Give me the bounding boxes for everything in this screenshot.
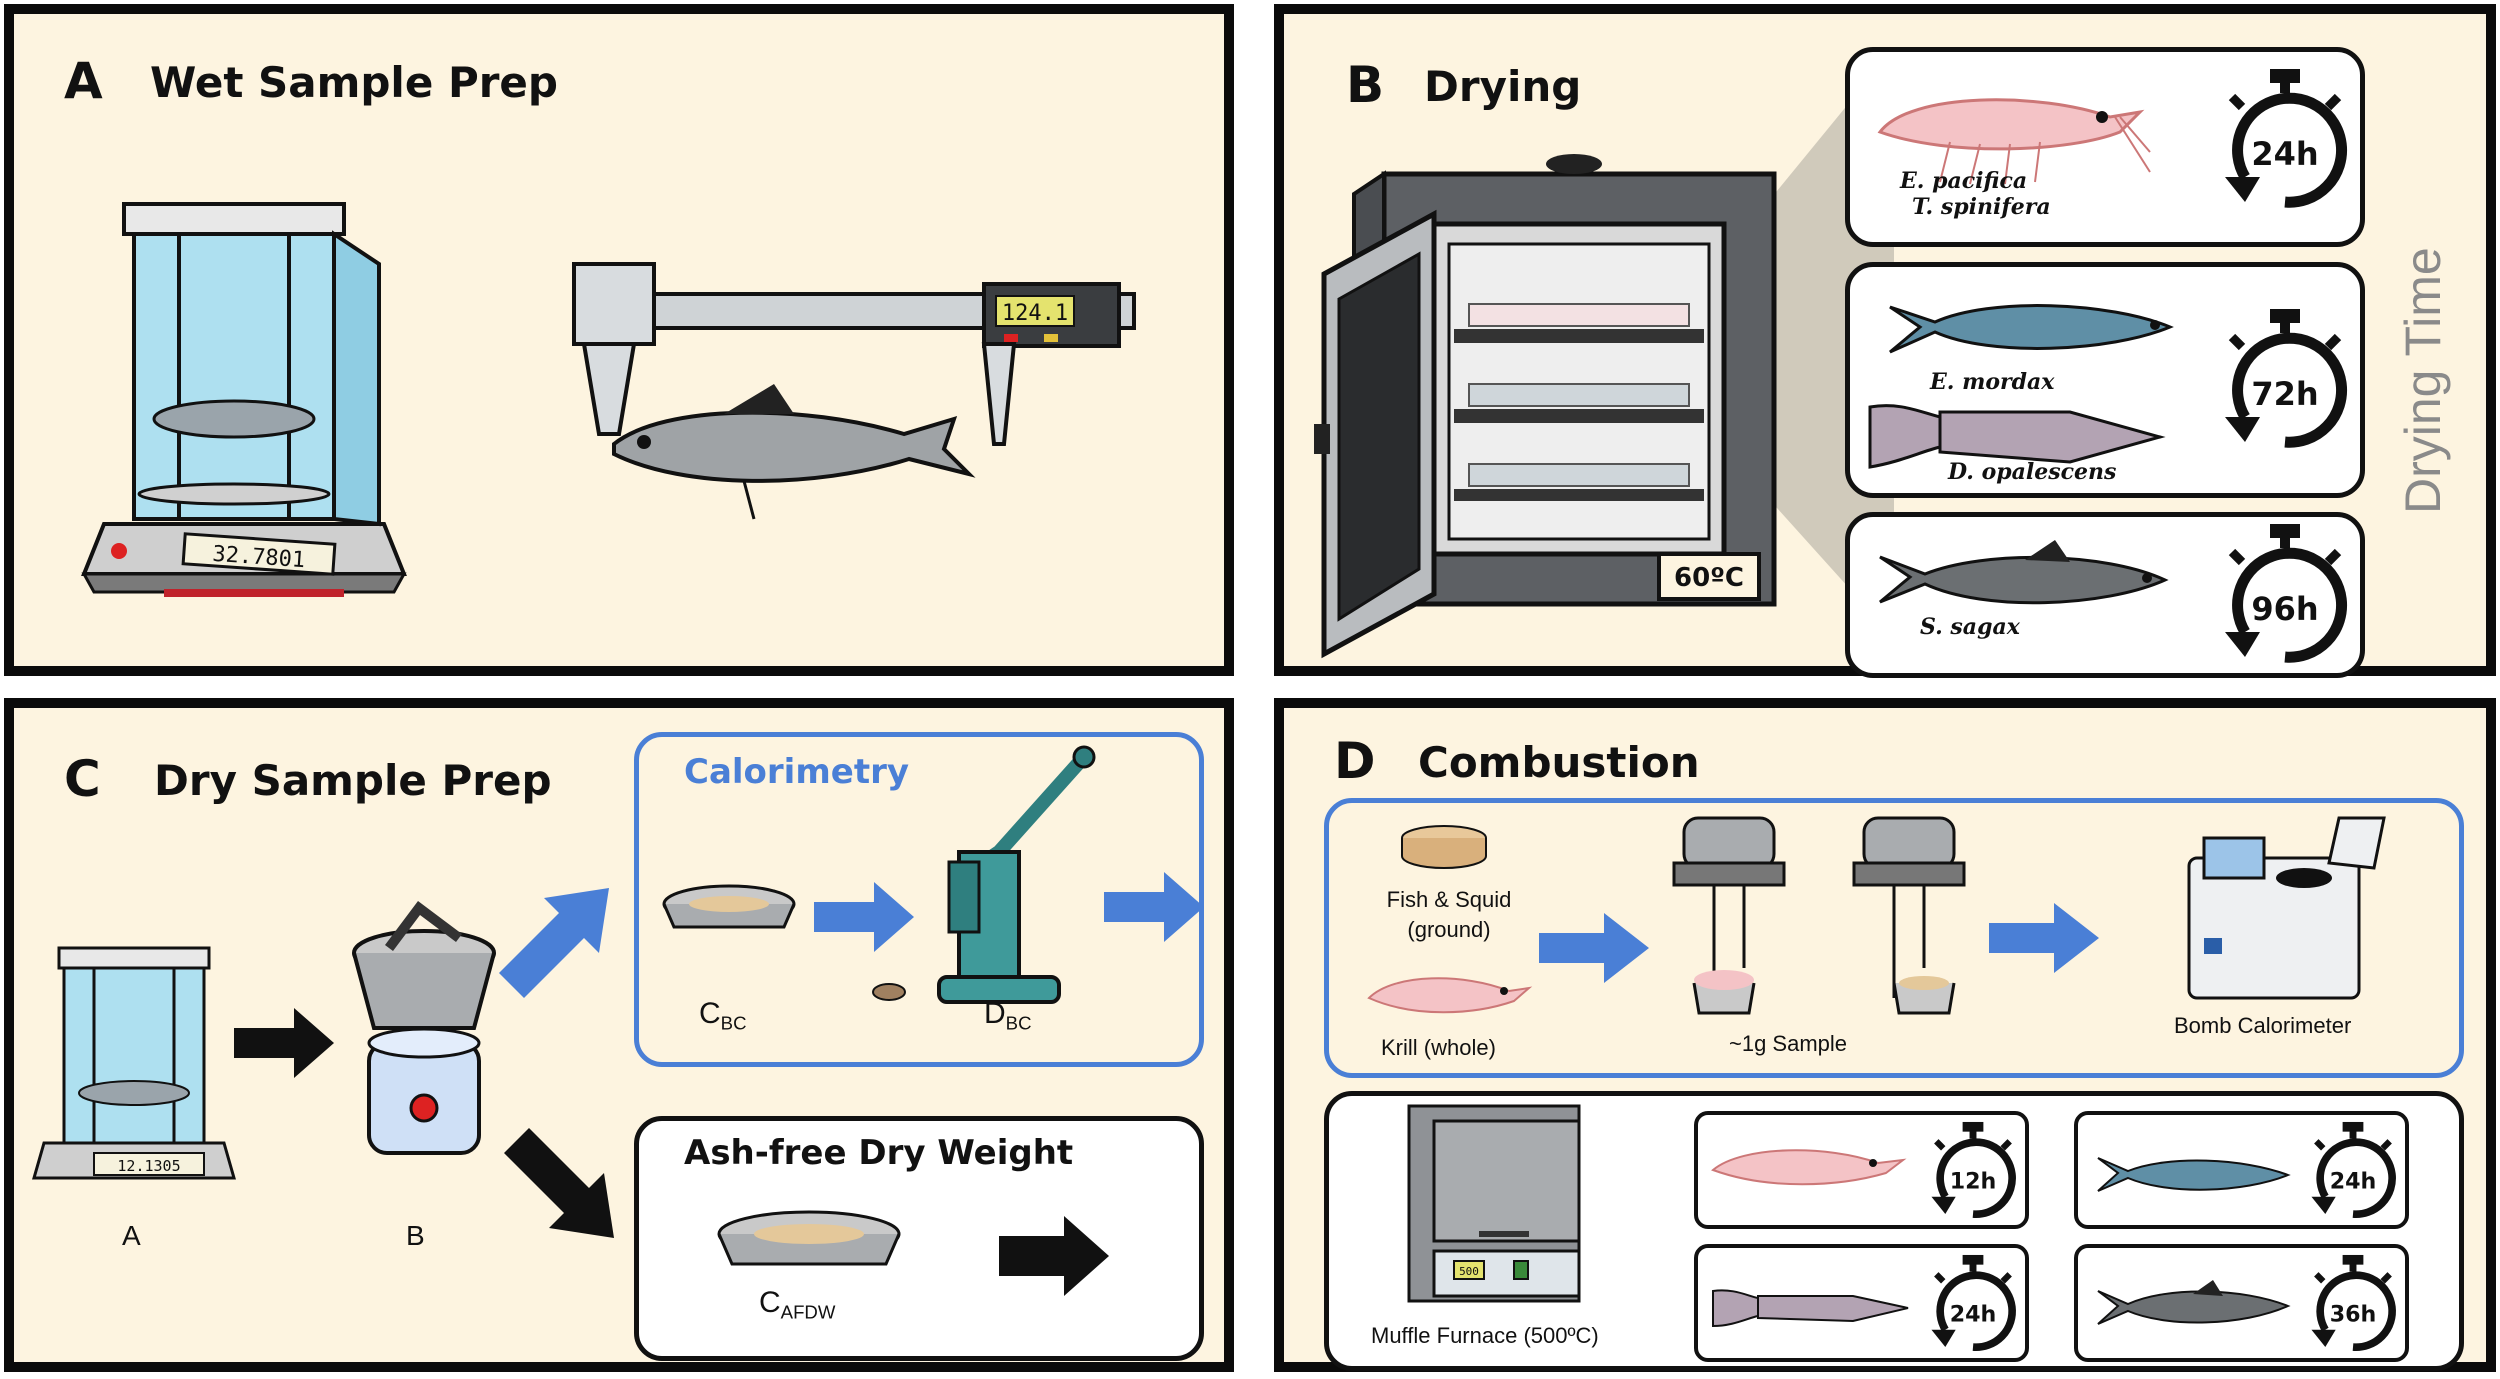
drying-oven-icon: 60ºC [1314, 154, 1777, 659]
bomb-head-icon [1852, 816, 1966, 1015]
muffle-furnace-icon: 500 [1407, 1104, 1581, 1303]
drying-time-1: 24h [2251, 135, 2318, 173]
furnace-card-krill: 12h [1694, 1111, 2029, 1229]
panel-title-c: Dry Sample Prep [154, 756, 552, 805]
calorimetry-box: Calorimetry CBC DBC [634, 732, 1204, 1067]
panel-d: D Combustion Fish & Squid(ground) Krill … [1274, 698, 2496, 1372]
panel-c: C Dry Sample Prep 12.1305 A B Calorimetr… [4, 698, 1234, 1372]
arrow-right-icon [1539, 913, 1649, 983]
drying-time-2: 72h [2251, 375, 2318, 413]
anchovy-icon [1889, 304, 2174, 354]
krill-icon [1711, 1149, 1907, 1186]
panel-letter-d: D [1334, 732, 1376, 790]
analytical-balance-icon: 32.7801 [81, 202, 407, 597]
drying-card-anchovy-squid: E. mordax D. opalescens 72h [1845, 262, 2365, 498]
muffle-furnace-label: Muffle Furnace (500ºC) [1371, 1323, 1599, 1348]
panel-a: A Wet Sample Prep 32.7801 124.1 [4, 4, 1234, 676]
drying-card-sardine: S. sagax 96h [1845, 512, 2365, 678]
drying-card-krill: E. pacifica T. spinifera 24h [1845, 47, 2365, 247]
krill-icon [1877, 98, 2151, 185]
stopwatch-icon: 24h [1931, 1254, 2016, 1351]
caliper-icon: 124.1 [572, 262, 1136, 520]
species-d-opalescens: D. opalescens [1948, 459, 2117, 485]
bomb-calorimeter-icon [2187, 816, 2386, 1000]
sardine-icon [2097, 1280, 2291, 1325]
drying-time-3: 96h [2251, 590, 2318, 628]
sample-label: ~1g Sample [1729, 1031, 1848, 1056]
sardine-icon [1879, 540, 2169, 605]
furnace-display: 500 [1459, 1265, 1479, 1278]
bomb-calorimeter-label: Bomb Calorimeter [2174, 1013, 2352, 1038]
afdw-title: Ash-free Dry Weight [684, 1133, 1074, 1173]
drying-time-label: Drying Time [2395, 247, 2451, 514]
ground-sample-pellet-icon [1401, 825, 1487, 869]
bomb-calorimetry-box: Fish & Squid(ground) Krill (whole) ~1g S… [1324, 798, 2464, 1078]
panel-letter-c: C [64, 750, 101, 808]
stopwatch-icon: 24h [2311, 1121, 2396, 1218]
calorimetry-title: Calorimetry [684, 752, 910, 792]
panel-title-d: Combustion [1418, 738, 1700, 787]
stopwatch-icon: 12h [1931, 1121, 2016, 1218]
stopwatch-icon: 96h [2225, 524, 2348, 663]
panel-letter-a: A [64, 52, 103, 110]
furnace-time-4: 36h [2330, 1301, 2377, 1327]
species-e-pacifica: E. pacifica [1900, 168, 2028, 194]
furnace-card-sardine: 36h [2074, 1244, 2409, 1362]
step-label-b: B [406, 1220, 425, 1251]
krill-label: Krill (whole) [1381, 1035, 1496, 1060]
furnace-time-3: 24h [1950, 1301, 1997, 1327]
pellet-press-icon [872, 745, 1096, 1004]
squid-icon [1868, 404, 2166, 469]
analytical-balance-icon: 12.1305 [32, 946, 236, 1180]
species-s-sagax: S. sagax [1920, 614, 2020, 640]
squid-icon [1712, 1289, 1909, 1328]
arrow-right-icon [814, 882, 914, 952]
stopwatch-icon: 36h [2311, 1254, 2396, 1351]
muffle-furnace-box: 500 Muffle Furnace (500ºC) 12h [1324, 1091, 2464, 1371]
species-t-spinifera: T. spinifera [1912, 194, 2051, 220]
arrow-right-icon [999, 1216, 1109, 1296]
stopwatch-icon: 24h [2225, 69, 2348, 208]
furnace-card-anchovy: 24h [2074, 1111, 2409, 1229]
afdw-box: Ash-free Dry Weight CAFDW [634, 1116, 1204, 1361]
c-bc-label: CBC [699, 997, 747, 1034]
furnace-time-2: 24h [2330, 1168, 2377, 1194]
fish-squid-label: Fish & Squid(ground) [1386, 887, 1512, 942]
step-label-a: A [122, 1220, 141, 1251]
arrow-up-right-icon [499, 888, 609, 998]
furnace-time-1: 12h [1950, 1168, 1997, 1194]
d-bc-label: DBC [984, 997, 1032, 1034]
panel-title-a: Wet Sample Prep [150, 58, 558, 107]
oven-temperature-label: 60ºC [1674, 563, 1744, 593]
caliper-reading: 124.1 [1002, 301, 1068, 326]
krill-icon [1367, 977, 1533, 1014]
grinder-icon [352, 901, 496, 1155]
arrow-right-icon [1989, 903, 2099, 973]
sample-dish-icon [662, 884, 796, 929]
c-afdw-label: CAFDW [759, 1286, 836, 1323]
panel-b: B Drying 60ºC Drying Time E. pacifica [1274, 4, 2496, 678]
panel-title-b: Drying [1424, 62, 1582, 111]
arrow-down-right-icon [504, 1128, 614, 1238]
panel-letter-b: B [1346, 56, 1385, 114]
arrow-right-icon [1104, 872, 1204, 942]
species-e-mordax: E. mordax [1930, 369, 2055, 395]
furnace-card-squid: 24h [1694, 1244, 2029, 1362]
arrow-right-icon [234, 1008, 334, 1078]
bomb-head-icon [1672, 816, 1786, 1015]
sample-dish-icon [717, 1210, 901, 1266]
balance-reading-c: 12.1305 [117, 1157, 180, 1175]
anchovy-icon [2097, 1157, 2291, 1192]
stopwatch-icon: 72h [2225, 309, 2348, 448]
